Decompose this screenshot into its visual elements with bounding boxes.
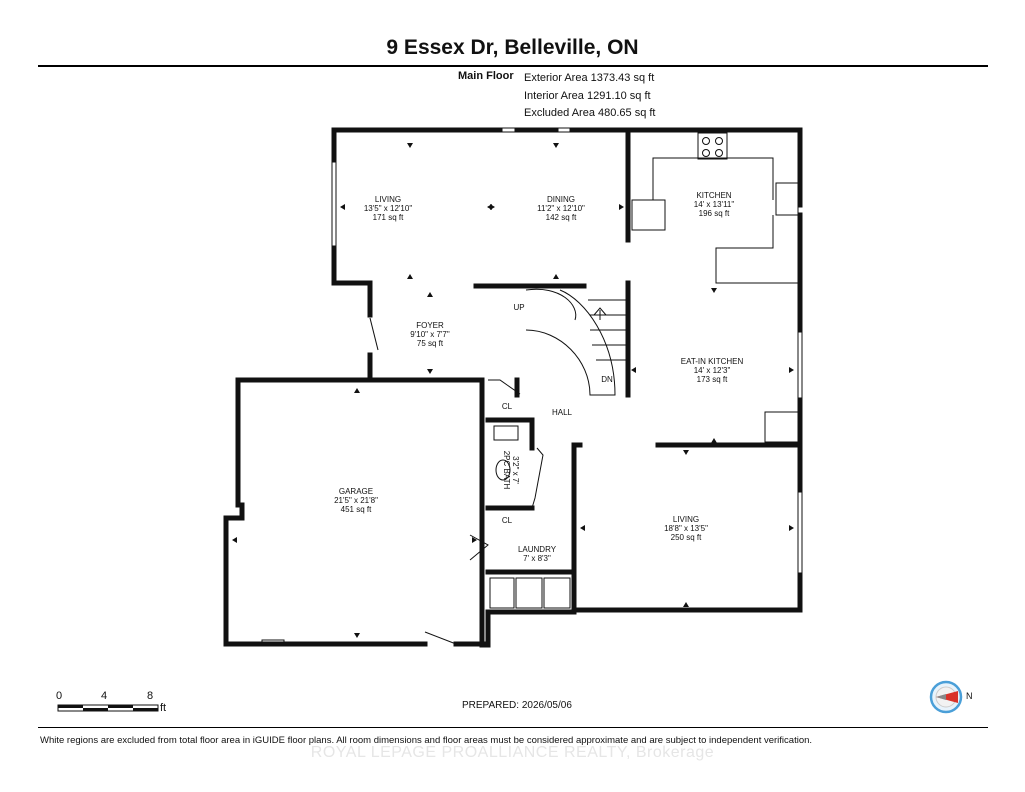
stairs-down-label: DN: [601, 375, 613, 384]
appliance-icon: [764, 411, 799, 443]
washer-icon: [515, 577, 543, 609]
window-garage: [235, 387, 241, 506]
footer-divider: [38, 727, 988, 728]
window-eatin: [797, 329, 803, 401]
dryer-icon: [543, 577, 571, 609]
front-door-icon: [369, 317, 379, 351]
room-closet-1-name: CL: [502, 402, 513, 411]
room-kitchen-dims: 14' x 13'11": [694, 200, 735, 209]
laundry-door-icon: [469, 534, 489, 561]
garage-door-swing-icon: [424, 631, 457, 645]
laundry-sink-icon: [489, 577, 515, 609]
dimension-arrows: [232, 143, 794, 638]
room-eatin-area: 173 sq ft: [697, 375, 728, 384]
room-kitchen-area: 196 sq ft: [699, 209, 730, 218]
scale-tick-8: 8: [147, 690, 154, 702]
room-living-2-name: LIVING: [673, 515, 699, 524]
room-kitchen-name: KITCHEN: [696, 191, 731, 200]
walls: [223, 127, 803, 648]
prepared-date: PREPARED: 2026/05/06: [462, 700, 572, 711]
page-title: 9 Essex Dr, Belleville, ON: [386, 36, 639, 59]
fridge-icon: [631, 199, 666, 231]
room-foyer-dims: 9'10" x 7'7": [410, 330, 450, 339]
room-eatin-dims: 14' x 12'3": [694, 366, 731, 375]
room-foyer-area: 75 sq ft: [417, 339, 444, 348]
window-top-2: [555, 127, 573, 133]
room-living-dims: 13'5" x 12'10": [364, 204, 412, 213]
north-arrow-icon: [929, 680, 963, 714]
footer-disclaimer: White regions are excluded from total fl…: [40, 735, 813, 746]
stair-arrow-icon: [593, 307, 607, 320]
room-garage-dims: 21'5" x 21'8": [334, 496, 378, 505]
room-bath-name: 2PC BATH: [502, 451, 511, 490]
stove-icon: [697, 132, 728, 160]
fixtures: [235, 127, 803, 645]
room-living-2-dims: 18'8" x 13'5": [664, 524, 708, 533]
toilet-icon: [495, 459, 511, 481]
room-garage-area: 451 sq ft: [341, 505, 372, 514]
title-divider: [38, 65, 988, 67]
floor-name: Main Floor: [458, 70, 514, 82]
room-foyer-name: FOYER: [416, 321, 444, 330]
scale-tick-4: 4: [101, 690, 108, 702]
scale-tick-0: 0: [56, 690, 63, 702]
window-living: [331, 159, 337, 249]
room-garage-name: GARAGE: [339, 487, 373, 496]
stairs-up-label: UP: [513, 303, 524, 312]
brokerage-watermark: ROYAL LEPAGE PROALLIANCE REALTY, Brokera…: [310, 744, 715, 761]
room-dining-name: DINING: [547, 195, 575, 204]
scale-unit: ft: [160, 702, 167, 714]
garage-vent: [261, 639, 285, 645]
room-bath-dims: 3'2" x 7': [511, 456, 520, 484]
room-laundry-dims: 7' x 8'3": [523, 554, 551, 563]
excluded-area: Excluded Area 480.65 sq ft: [524, 107, 656, 119]
room-dining-dims: 11'2" x 12'10": [537, 204, 585, 213]
room-living-area: 171 sq ft: [373, 213, 404, 222]
sink-icon: [775, 182, 799, 216]
window-living-bottom: [797, 489, 803, 576]
compass-north-label: N: [966, 691, 973, 701]
room-living-name: LIVING: [375, 195, 401, 204]
interior-area: Interior Area 1291.10 sq ft: [524, 90, 651, 102]
room-laundry-name: LAUNDRY: [518, 545, 557, 554]
closet-door-icon: [488, 379, 521, 395]
exterior-area: Exterior Area 1373.43 sq ft: [524, 72, 655, 84]
room-dining-area: 142 sq ft: [546, 213, 577, 222]
room-hall-name: HALL: [552, 408, 573, 417]
room-closet-2-name: CL: [502, 516, 513, 525]
bath-sink-icon: [493, 425, 519, 441]
window-top-1: [499, 127, 518, 133]
stair-treads: [588, 299, 628, 361]
scale-bar: [57, 704, 159, 712]
bath-door-icon: [531, 447, 544, 509]
room-eatin-name: EAT-IN KITCHEN: [681, 357, 744, 366]
room-living-2-area: 250 sq ft: [671, 533, 702, 542]
